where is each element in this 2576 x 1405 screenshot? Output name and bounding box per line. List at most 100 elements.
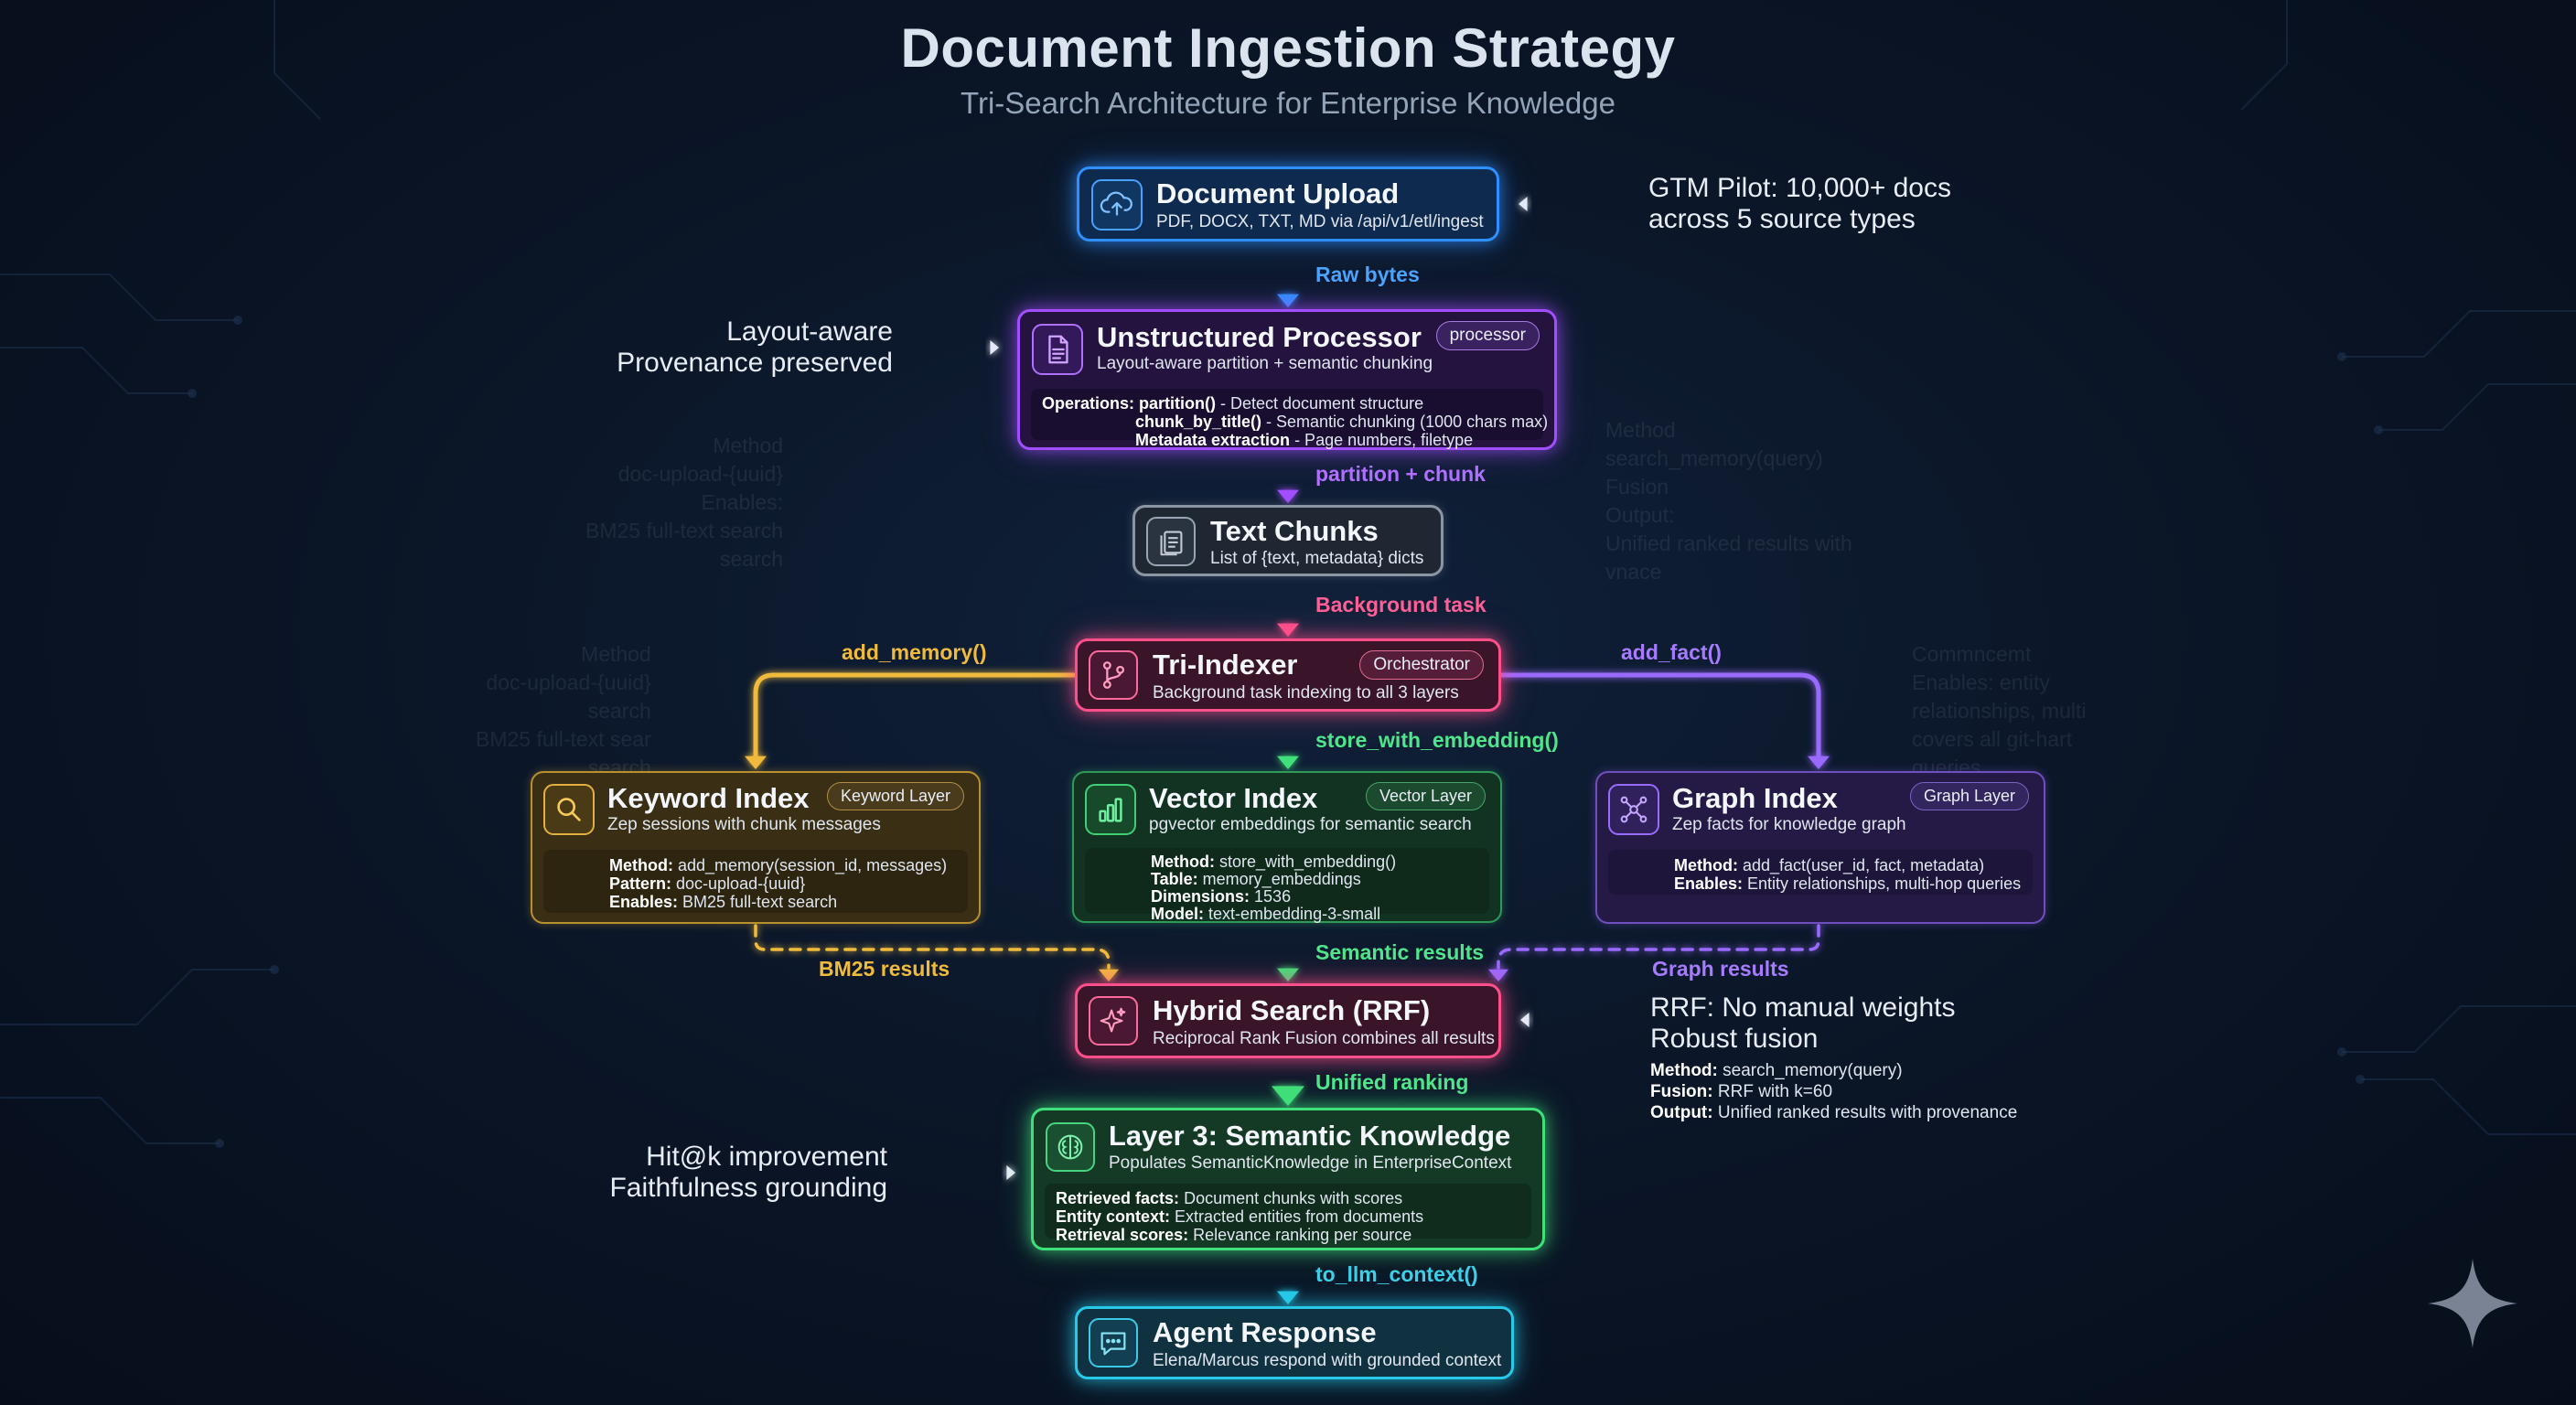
graph-details-panel: Method: add_fact(user_id, fact, metadata… bbox=[1608, 850, 2033, 895]
processor-badge: processor bbox=[1435, 321, 1540, 350]
network-icon bbox=[1608, 784, 1659, 835]
sparkle-icon bbox=[1089, 996, 1138, 1046]
edge-label-add-memory: add_memory() bbox=[842, 640, 987, 664]
detail-key: Entity context: bbox=[1056, 1207, 1171, 1226]
edge-label-to-llm-context: to_llm_context() bbox=[1315, 1262, 1478, 1286]
edge-add-fact bbox=[1498, 672, 1821, 760]
note-line: Robust fusion bbox=[1650, 1024, 1819, 1054]
arrow-bm25-results bbox=[1099, 969, 1119, 981]
chat-bubble-icon bbox=[1089, 1318, 1138, 1367]
detail-key: Pattern: bbox=[609, 874, 672, 893]
arrow-background-task bbox=[1277, 623, 1299, 637]
document-icon bbox=[1032, 324, 1083, 375]
node-title: Hybrid Search (RRF) bbox=[1153, 994, 1431, 1026]
detail-value: RRF with k=60 bbox=[1712, 1082, 1833, 1101]
node-title: Agent Response bbox=[1153, 1316, 1377, 1348]
op-desc: - Page numbers, filetype bbox=[1290, 431, 1474, 449]
pointer-hit-head bbox=[1006, 1165, 1015, 1180]
detail-key: Method: bbox=[1674, 856, 1738, 874]
vector-layer-badge: Vector Layer bbox=[1365, 782, 1486, 810]
detail-key: Table: bbox=[1151, 870, 1198, 888]
ghost-text-left-1: Method doc-upload-{uuid} Enables: BM25 f… bbox=[585, 434, 784, 571]
detail-key: Model: bbox=[1151, 905, 1204, 923]
magnifier-icon bbox=[543, 784, 595, 835]
detail-value: BM25 full-text search bbox=[678, 893, 838, 911]
node-subtitle: pgvector embeddings for semantic search bbox=[1149, 815, 1472, 834]
detail-key: Fusion: bbox=[1650, 1082, 1713, 1101]
node-subtitle: Layout-aware partition + semantic chunki… bbox=[1097, 354, 1433, 373]
rrf-note: RRF: No manual weights Robust fusion bbox=[1650, 992, 1955, 1055]
edge-label-semantic-results: Semantic results bbox=[1315, 940, 1485, 964]
ghost-text-right-2: Commncemt Enables: entity relationships,… bbox=[1912, 642, 2087, 779]
op-desc: - Detect document structure bbox=[1216, 394, 1424, 413]
detail-key: Method: bbox=[1650, 1061, 1718, 1080]
text-chunks-node[interactable]: Text Chunks List of {text, metadata} dic… bbox=[1132, 505, 1444, 576]
arrow-store-with-embedding bbox=[1277, 756, 1299, 769]
node-subtitle: List of {text, metadata} dicts bbox=[1210, 549, 1424, 568]
keyword-details-panel: Method: add_memory(session_id, messages)… bbox=[543, 850, 968, 913]
graph-index-node[interactable]: Graph Index Graph Layer Zep facts for kn… bbox=[1595, 771, 2045, 924]
cloud-upload-icon bbox=[1091, 179, 1143, 231]
bar-chart-icon bbox=[1085, 784, 1136, 835]
keyword-index-node[interactable]: Keyword Index Keyword Layer Zep sessions… bbox=[531, 771, 981, 924]
node-title: Graph Index bbox=[1672, 782, 1838, 814]
semantic-details-panel: Retrieved facts: Document chunks with sc… bbox=[1045, 1184, 1531, 1244]
edge-label-add-fact: add_fact() bbox=[1621, 640, 1722, 664]
hybrid-search-node[interactable]: Hybrid Search (RRF) Reciprocal Rank Fusi… bbox=[1075, 983, 1501, 1058]
node-title: Unstructured Processor bbox=[1097, 321, 1422, 353]
ghost-text-right-1: Method search_memory(query) Fusion Outpu… bbox=[1605, 418, 1852, 584]
detail-value: Relevance ranking per source bbox=[1188, 1226, 1412, 1244]
node-title: Text Chunks bbox=[1210, 515, 1379, 547]
agent-response-node[interactable]: Agent Response Elena/Marcus respond with… bbox=[1075, 1306, 1514, 1379]
document-upload-node[interactable]: Document Upload PDF, DOCX, TXT, MD via /… bbox=[1077, 166, 1499, 241]
detail-key: Retrieved facts: bbox=[1056, 1189, 1180, 1207]
vector-index-node[interactable]: Vector Index Vector Layer pgvector embed… bbox=[1072, 771, 1502, 923]
node-subtitle: PDF, DOCX, TXT, MD via /api/v1/etl/inges… bbox=[1156, 212, 1484, 231]
node-title: Vector Index bbox=[1149, 782, 1318, 814]
sparkle-watermark-icon bbox=[2428, 1259, 2517, 1348]
stacked-pages-icon bbox=[1146, 517, 1196, 566]
op-name: Metadata extraction bbox=[1135, 431, 1291, 449]
op-desc: - Semantic chunking (1000 chars max) bbox=[1261, 413, 1549, 431]
arrow-semantic-results bbox=[1277, 968, 1299, 981]
arrow-add-memory bbox=[745, 756, 767, 769]
node-subtitle: Elena/Marcus respond with grounded conte… bbox=[1153, 1351, 1502, 1370]
detail-value: Unified ranked results with provenance bbox=[1712, 1103, 2018, 1122]
node-title: Document Upload bbox=[1156, 177, 1400, 209]
tri-indexer-node[interactable]: Tri-Indexer Orchestrator Background task… bbox=[1075, 638, 1501, 712]
node-title: Layer 3: Semantic Knowledge bbox=[1109, 1120, 1511, 1152]
pointer-gtm-head bbox=[1519, 197, 1528, 211]
unstructured-processor-node[interactable]: Unstructured Processor processor Layout-… bbox=[1017, 309, 1557, 450]
pointer-rrf-head bbox=[1520, 1013, 1530, 1027]
detail-value: text-embedding-3-small bbox=[1204, 905, 1381, 923]
detail-key: Enables: bbox=[1674, 874, 1744, 893]
node-title: Tri-Indexer bbox=[1153, 649, 1298, 681]
note-line: Layout-aware bbox=[726, 316, 893, 347]
node-subtitle: Background task indexing to all 3 layers bbox=[1153, 683, 1459, 702]
page-subtitle: Tri-Search Architecture for Enterprise K… bbox=[961, 86, 1615, 120]
vector-details-panel: Method: store_with_embedding() Table: me… bbox=[1085, 848, 1489, 923]
pointer-layout-head bbox=[990, 340, 999, 355]
note-line: Faithfulness grounding bbox=[609, 1173, 887, 1203]
detail-value: add_fact(user_id, fact, metadata) bbox=[1737, 856, 1985, 874]
arrow-raw-bytes bbox=[1277, 294, 1299, 307]
arrow-partition-chunk bbox=[1277, 489, 1299, 503]
node-subtitle: Zep facts for knowledge graph bbox=[1672, 815, 1906, 834]
detail-value: memory_embeddings bbox=[1197, 870, 1361, 888]
hit-at-k-note: Hit@k improvement Faithfulness grounding bbox=[585, 1142, 887, 1204]
detail-value: Entity relationships, multi-hop queries bbox=[1743, 874, 2022, 893]
orchestrator-badge: Orchestrator bbox=[1359, 650, 1484, 680]
arrow-add-fact bbox=[1808, 756, 1830, 769]
detail-value: store_with_embedding() bbox=[1214, 853, 1397, 871]
edge-label-store-with-embedding: store_with_embedding() bbox=[1315, 728, 1559, 752]
semantic-knowledge-node[interactable]: Layer 3: Semantic Knowledge Populates Se… bbox=[1031, 1108, 1545, 1250]
branch-icon bbox=[1089, 650, 1138, 700]
note-line: Provenance preserved bbox=[617, 348, 893, 378]
brain-icon bbox=[1046, 1122, 1095, 1172]
node-subtitle: Zep sessions with chunk messages bbox=[607, 815, 881, 834]
op-name: chunk_by_title() bbox=[1135, 413, 1262, 431]
arrow-graph-results bbox=[1488, 969, 1508, 981]
op-name: partition() bbox=[1139, 394, 1217, 413]
